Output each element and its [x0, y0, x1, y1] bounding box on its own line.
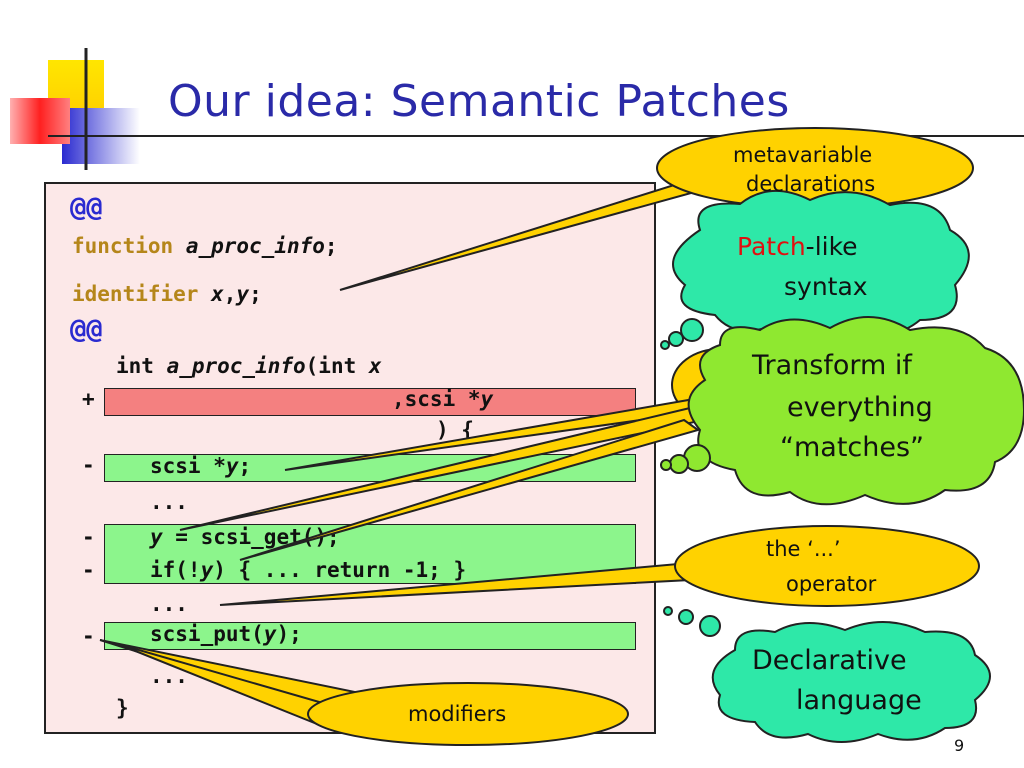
removed-3-text-b: ) { ... return -1; }: [213, 558, 467, 582]
identifier-semicolon: ;: [249, 282, 262, 306]
transform-cloud-bubble-3: [660, 459, 672, 471]
slide-title: Our idea: Semantic Patches: [168, 76, 790, 127]
removed-1-end: ;: [238, 454, 252, 478]
modifiers-label: modifiers: [408, 702, 507, 726]
identifier-keyword: identifier: [72, 282, 199, 306]
patch-syntax-label-2: syntax: [784, 272, 868, 301]
dots-operator-label-2: operator: [786, 572, 877, 596]
plus-marker: +: [82, 387, 95, 411]
removed-4-y: y: [263, 622, 277, 646]
removed-4-text-b: );: [276, 622, 302, 646]
transform-label-1: Transform if: [752, 350, 912, 381]
minus-marker-4: -: [82, 624, 95, 648]
close-paren-line: ) {: [436, 418, 474, 442]
removed-line-bar-4: [104, 622, 636, 650]
transform-pointer-3: [239, 418, 701, 561]
added-line-text: ,scsi *y: [392, 387, 493, 411]
removed-3-text-a: if(!: [150, 558, 201, 582]
minus-marker-1: -: [82, 453, 95, 477]
sig-int: int: [116, 354, 167, 378]
minus-marker-3: -: [82, 558, 95, 582]
signature-line: int a_proc_info(int x: [116, 354, 382, 378]
declarative-cloud: [711, 621, 991, 743]
metavariable-callout: [656, 127, 974, 209]
metavariable-label-2: declarations: [746, 172, 876, 196]
declarative-label-2: language: [796, 685, 922, 716]
removed-1-y: y: [225, 454, 239, 478]
identifier-y: y: [236, 282, 250, 306]
patch-word: Patch: [737, 232, 806, 261]
declarative-bubble-2: [678, 609, 694, 625]
dots-operator-label-1: the ‘...’: [766, 537, 841, 561]
identifier-comma: ,: [223, 282, 237, 306]
removed-line-1: scsi *y;: [150, 454, 251, 478]
transform-pointer-2: [179, 406, 707, 531]
dots-operator-pointer: [219, 560, 702, 606]
function-semicolon: ;: [324, 234, 338, 258]
close-brace: }: [116, 696, 129, 720]
added-text: ,scsi *: [392, 387, 481, 411]
sig-args: (int: [305, 354, 369, 378]
function-keyword: function: [72, 234, 174, 258]
added-y: y: [480, 387, 494, 411]
metavar-close-marker: @@: [70, 314, 103, 345]
modifiers-callout: [307, 682, 629, 746]
removed-line-4: scsi_put(y);: [150, 622, 302, 646]
patch-syntax-label-1: Patch-like: [737, 232, 858, 261]
patch-cloud-bubble-1: [680, 318, 704, 342]
transform-label-3: “matches”: [780, 432, 925, 463]
dots-line-2: ...: [150, 592, 188, 616]
metavar-open-marker: @@: [70, 192, 103, 223]
dots-line-1: ...: [150, 490, 188, 514]
patch-like-word: -like: [805, 232, 858, 261]
transform-label-2: everything: [787, 392, 933, 423]
transform-cloud-bubble-2: [669, 454, 689, 474]
declarative-label-1: Declarative: [752, 645, 907, 676]
identifier-decl-line: identifier x,y;: [72, 282, 262, 306]
declarative-bubble-3: [663, 606, 673, 616]
sig-x: x: [368, 354, 382, 378]
added-line-bar: [104, 388, 636, 416]
metavariable-callout-pointer: [339, 178, 721, 291]
minus-marker-2: -: [82, 525, 95, 549]
sig-name: a_proc_info: [166, 354, 306, 378]
identifier-x: x: [211, 282, 224, 306]
patch-syntax-cloud: [672, 189, 970, 336]
removed-2-y: y: [150, 525, 163, 549]
function-decl-line: function a_proc_info;: [72, 234, 338, 258]
page-number: 9: [954, 736, 965, 755]
removed-line-3: if(!y) { ... return -1; }: [150, 558, 466, 582]
removed-line-bar-2: [104, 524, 636, 584]
dots-operator-callout: [674, 525, 980, 607]
patch-cloud-bubble-3: [660, 340, 670, 350]
declarative-bubble-1: [699, 615, 721, 637]
removed-4-text-a: scsi_put(: [150, 622, 264, 646]
removed-1-text: scsi *: [150, 454, 226, 478]
removed-3-y: y: [200, 558, 214, 582]
metavariable-label-1: metavariable: [733, 143, 873, 167]
function-name: a_proc_info: [185, 234, 325, 258]
patch-cloud-bubble-2: [668, 331, 684, 347]
